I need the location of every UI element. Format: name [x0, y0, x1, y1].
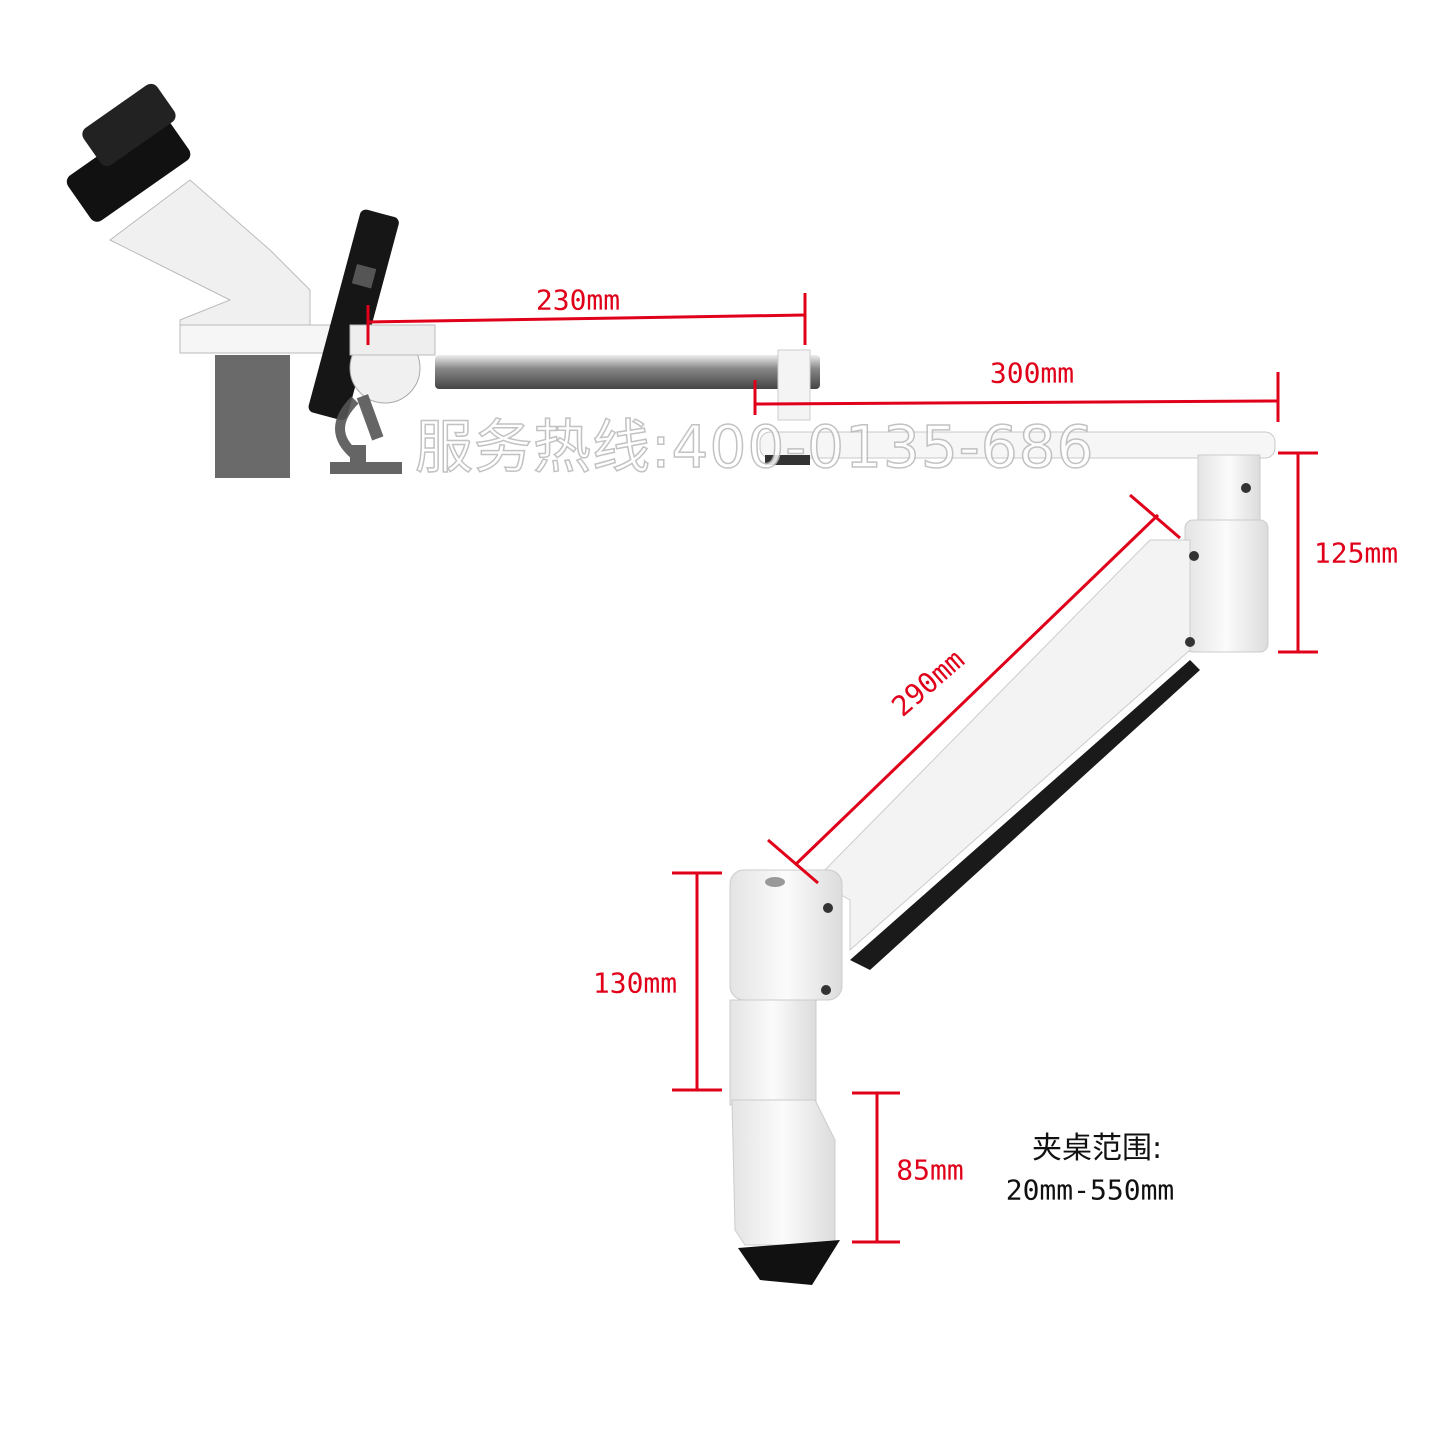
desk-clamp: [731, 1099, 836, 1246]
hotline-watermark: 服务热线:400-0135-686: [414, 412, 1095, 482]
horizontal-rod: [435, 355, 820, 389]
dim-label-85: 85mm: [896, 1153, 964, 1187]
clamp-range-label: 夹桌范围:: [1031, 1131, 1163, 1166]
clamp-pad: [738, 1240, 840, 1285]
dim-label-125: 125mm: [1313, 536, 1399, 570]
dimension-lines: [366, 293, 1318, 1244]
lower-column: [729, 999, 817, 1106]
dim-label-230: 230mm: [535, 283, 621, 317]
dim-label-300: 300mm: [989, 356, 1075, 390]
diagonal-arm: [814, 539, 1191, 952]
microscope-logo-watermark: [330, 394, 402, 474]
upper-post: [1197, 454, 1261, 526]
dim-label-130: 130mm: [592, 966, 678, 1000]
dim-line-300: [754, 399, 1279, 406]
stage-block: [215, 355, 290, 478]
dim-line-230: [367, 313, 806, 324]
eyepieces: [66, 83, 191, 222]
dim-line-290: [793, 513, 1160, 867]
clamp-range-value: 20mm-550mm: [1005, 1173, 1175, 1207]
led-light: [308, 209, 399, 421]
upper-joint: [1184, 519, 1269, 653]
lower-joint: [729, 869, 843, 1001]
upper-arm: [759, 431, 1276, 459]
microscope-head: [66, 83, 436, 478]
